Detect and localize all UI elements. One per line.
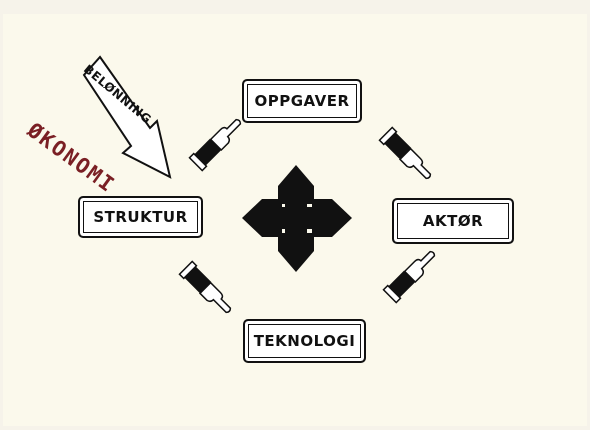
node-aktor: AKTØR xyxy=(392,198,514,244)
node-struktur: STRUKTUR xyxy=(78,196,203,238)
pointing-hand-icon-oppgaver-aktor xyxy=(379,127,435,183)
pointing-hand-icon-struktur-teknologi xyxy=(179,261,235,317)
node-teknologi: TEKNOLOGI xyxy=(243,319,366,363)
pointing-hand-icon-aktor-teknologi xyxy=(383,246,439,302)
center-cross-arrow-icon xyxy=(242,165,352,272)
pointing-hand-icon-oppgaver-struktur xyxy=(189,114,245,170)
node-oppgaver: OPPGAVER xyxy=(242,79,362,123)
